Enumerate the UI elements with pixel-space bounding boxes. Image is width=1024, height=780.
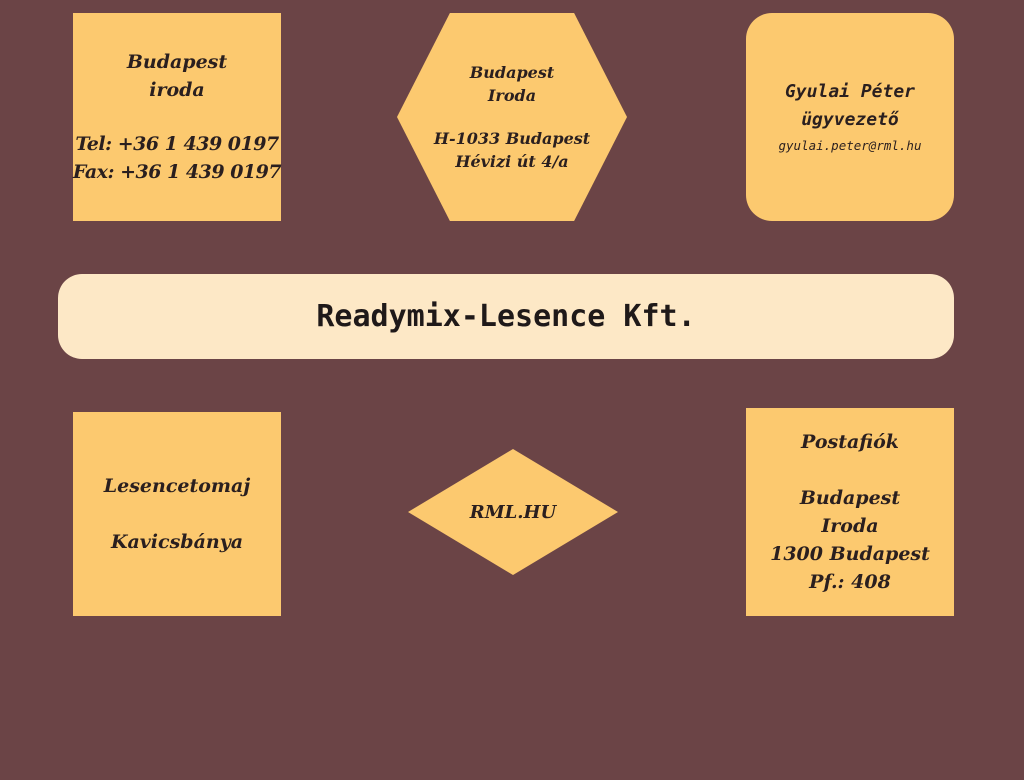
company-name-banner: Readymix-Lesence Kft. [58, 274, 954, 359]
manager-email: gyulai.peter@rml.hu [778, 138, 922, 153]
po-box-postcode: 1300 Budapest [770, 543, 930, 565]
quarry-label: Kavicsbánya [110, 531, 244, 553]
hexagon-title-line2: Iroda [487, 86, 537, 105]
node-title-line2: iroda [149, 79, 205, 101]
budapest-office-address-hexagon: Budapest Iroda H-1033 Budapest Hévizi út… [397, 13, 627, 221]
po-box-node: Postafiók Budapest Iroda 1300 Budapest P… [746, 408, 954, 616]
manager-name: Gyulai Péter [784, 81, 916, 102]
hexagon-address-city: H-1033 Budapest [433, 129, 591, 148]
manager-contact-node: Gyulai Péter ügyvezető gyulai.peter@rml.… [746, 13, 954, 221]
manager-role: ügyvezető [801, 109, 899, 130]
telephone-number: Tel: +36 1 439 0197 [75, 133, 279, 155]
hexagon-title-line1: Budapest [469, 63, 555, 82]
po-box-office: Iroda [821, 515, 879, 537]
fax-number: Fax: +36 1 439 0197 [72, 161, 282, 183]
quarry-location: Lesencetomaj [103, 475, 251, 497]
hexagon-address-street: Hévizi út 4/a [455, 152, 569, 171]
website-label: RML.HU [469, 501, 557, 523]
website-diamond: RML.HU [408, 449, 618, 575]
po-box-title: Postafiók [801, 431, 899, 453]
company-name: Readymix-Lesence Kft. [316, 299, 696, 334]
quarry-node: Lesencetomaj Kavicsbánya [73, 412, 281, 616]
po-box-number: Pf.: 408 [809, 571, 891, 593]
node-title-line1: Budapest [126, 51, 228, 73]
budapest-office-contact-node: Budapest iroda Tel: +36 1 439 0197 Fax: … [72, 13, 282, 221]
po-box-city: Budapest [799, 487, 901, 509]
